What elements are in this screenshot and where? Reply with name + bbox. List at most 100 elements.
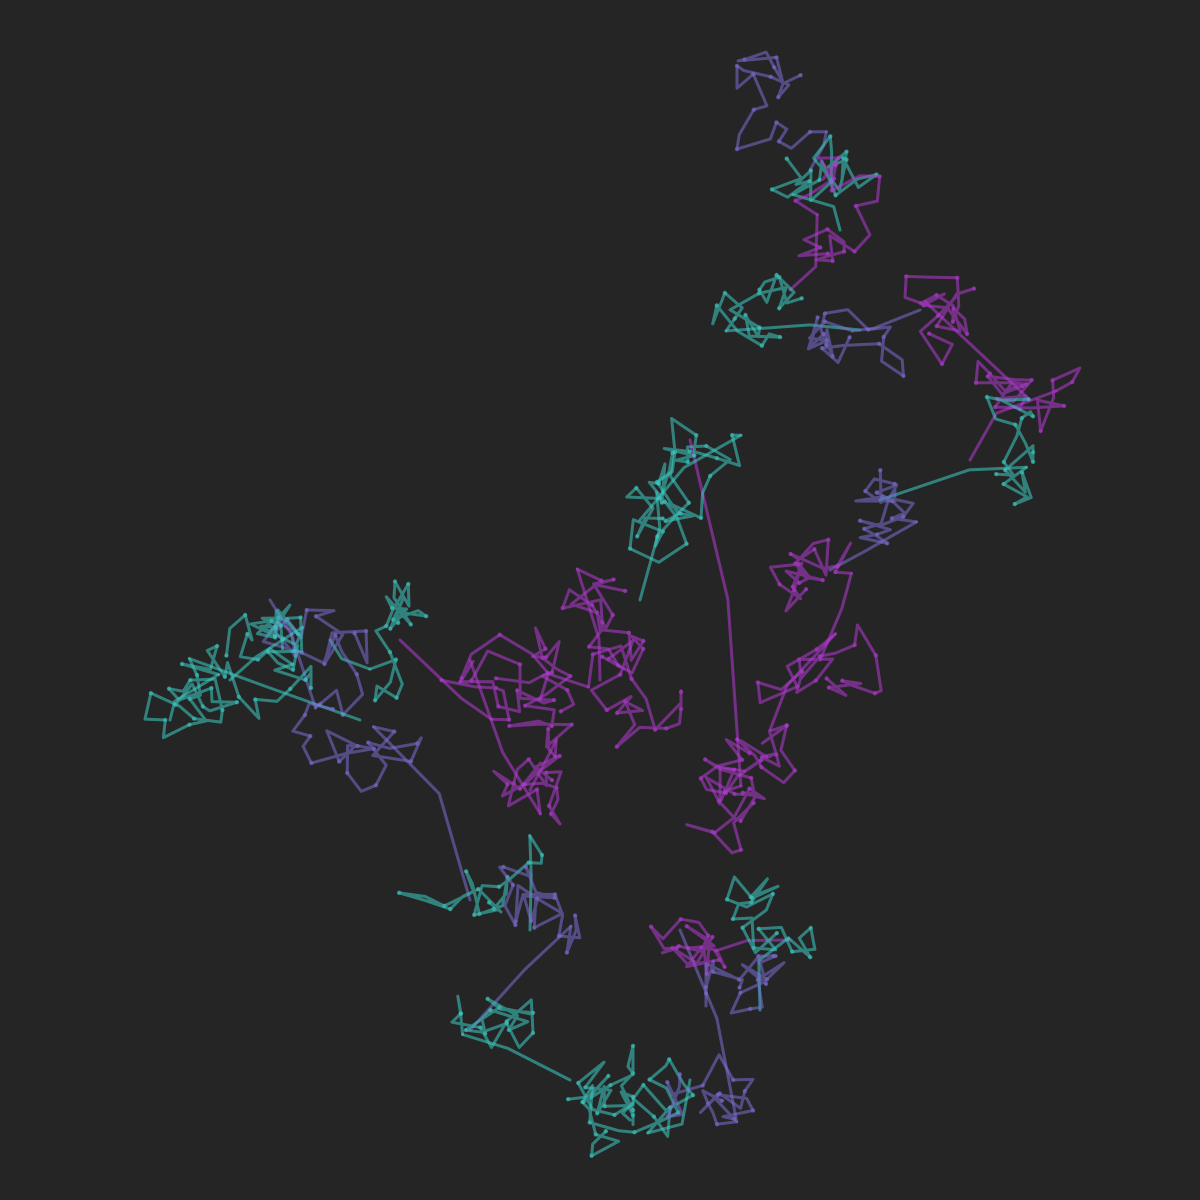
walk-vertex-dot [590, 652, 596, 657]
walk-vertex-dot [665, 1114, 671, 1119]
walk-vertex-dot [220, 707, 225, 713]
walk-vertex-dot [599, 578, 604, 583]
walk-vertex-dot [291, 649, 297, 654]
walk-vertex-dot [808, 955, 813, 960]
walk-vertex-dot [656, 481, 661, 486]
walk-vertex-dot [614, 710, 620, 716]
walk-vertex-dot [612, 1112, 617, 1118]
walk-vertex-dot [822, 319, 827, 324]
walk-vertex-dot [501, 864, 506, 870]
walk-vertex-dot [384, 623, 389, 629]
walk-vertex-dot [272, 633, 278, 638]
walk-vertex-dot [826, 537, 831, 542]
walk-vertex-dot [814, 647, 819, 652]
walk-vertex-dot [604, 707, 609, 713]
walk-vertex-dot [309, 760, 314, 766]
walk-vertex-dot [576, 1080, 581, 1086]
walk-vertex-dot [739, 757, 745, 762]
walk-vertex-dot [703, 984, 709, 990]
walk-vertex-dot [774, 120, 779, 125]
walk-vertex-dot [476, 886, 481, 892]
walk-vertex-dot [663, 518, 668, 524]
walk-vertex-dot [748, 894, 753, 900]
walk-vertex-dot [690, 1093, 696, 1098]
walk-vertex-dot [236, 694, 242, 700]
walk-vertex-dot [678, 706, 684, 712]
walk-connector [461, 1033, 572, 1082]
walk-vertex-dot [496, 704, 501, 709]
walk-vertex-dot [595, 1111, 600, 1116]
walk-vertex-dot [684, 924, 689, 929]
walk-vertex-dot [665, 1080, 670, 1085]
walk-vertex-dot [539, 852, 545, 858]
walk-vertex-dot [731, 1077, 736, 1083]
walk-vertex-dot [708, 473, 713, 479]
walk-vertex-dot [705, 1101, 711, 1106]
walk-vertex-dot [824, 342, 829, 348]
walk-vertex-dot [1019, 415, 1024, 421]
walk-connector [768, 632, 837, 732]
walk-vertex-dot [704, 443, 709, 449]
walk-vertex-dot [463, 1027, 469, 1033]
walk-vertex-dot [777, 582, 782, 587]
walk-path [587, 639, 683, 749]
walk-vertex-dot [394, 695, 399, 700]
walk-vertex-dot [737, 977, 742, 982]
walk-vertex-dot [857, 518, 863, 523]
walk-vertex-dot [756, 954, 761, 959]
walk-vertex-dot [366, 740, 371, 745]
walk-vertex-dot [534, 896, 540, 901]
walk-vertex-dot [543, 655, 549, 660]
walk-vertex-dot [544, 770, 549, 775]
walk-vertex-dot [569, 722, 574, 727]
walk-vertex-dot [528, 918, 534, 924]
walk-vertex-dot [768, 74, 773, 80]
walk-vertex-dot [770, 953, 776, 959]
walk-vertex-dot [330, 706, 336, 712]
walk-vertex-dot [670, 450, 675, 456]
walk-vertex-dot [606, 656, 611, 662]
walk-path [368, 580, 428, 702]
walk-vertex-dot [505, 782, 510, 787]
walk-vertex-dot [486, 900, 492, 905]
walk-vertex-dot [747, 786, 752, 791]
walk-vertex-dot [551, 697, 557, 703]
walk-vertex-dot [572, 913, 578, 918]
walk-vertex-dot [504, 1019, 509, 1024]
walk-vertex-dot [828, 134, 833, 139]
walk-vertex-dot [552, 895, 557, 901]
walk-vertex-dot [224, 653, 229, 658]
walk-vertex-dot [918, 301, 924, 306]
walk-path [249, 603, 304, 672]
walk-vertex-dot [354, 672, 359, 677]
walk-connector [713, 938, 792, 953]
walk-vertex-dot [788, 551, 793, 557]
walk-vertex-dot [729, 432, 735, 438]
walk-vertex-dot [844, 149, 849, 154]
walk-vertex-dot [148, 690, 154, 696]
walk-connector [468, 658, 542, 816]
walk-vertex-dot [568, 673, 573, 679]
walk-vertex-dot [934, 323, 939, 329]
walk-vertex-dot [290, 662, 295, 667]
walk-vertex-dot [714, 456, 720, 461]
walk-vertex-dot [678, 689, 684, 695]
walk-path [143, 657, 239, 740]
walk-vertex-dot [1001, 459, 1006, 465]
walk-vertex-dot [163, 717, 168, 723]
walk-vertex-dot [389, 605, 395, 611]
walk-path [566, 1044, 635, 1126]
walk-vertex-dot [751, 945, 756, 951]
walk-vertex-dot [393, 657, 399, 662]
walk-vertex-dot [819, 346, 825, 351]
walk-connector [575, 567, 602, 682]
walk-vertex-dot [880, 494, 885, 499]
walk-connector [646, 1078, 692, 1135]
walk-vertex-dot [629, 676, 634, 681]
walk-vertex-dot [458, 1011, 463, 1016]
walk-vertex-dot [187, 696, 192, 702]
walk-vertex-dot [406, 581, 411, 587]
walk-vertex-dot [756, 926, 761, 931]
walk-vertex-dot [496, 884, 502, 889]
